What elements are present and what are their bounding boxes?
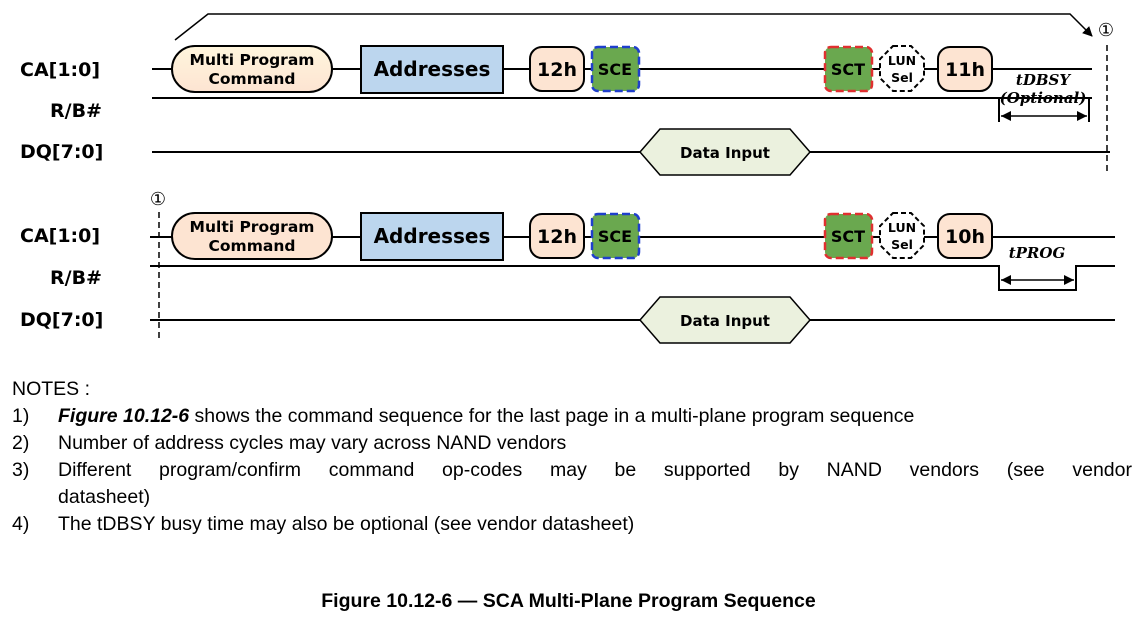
command-label-line2: Command — [209, 70, 296, 88]
tprog-label: tPROG — [1009, 244, 1066, 262]
figure-reference: Figure 10.12-6 — [58, 405, 190, 427]
opcode-12h-label: 12h — [537, 226, 577, 248]
tdbsy-arrowhead-left — [1001, 111, 1011, 121]
note-item: 3) Different program/confirm command op-… — [12, 457, 1132, 484]
sce-box — [590, 45, 641, 93]
sct-label: SCT — [831, 227, 865, 246]
signal-label-dq: DQ[7:0] — [20, 141, 103, 163]
continuation-marker: ① — [1098, 20, 1114, 41]
opcode-11h-label: 11h — [945, 59, 985, 81]
sct-box — [823, 45, 874, 93]
sct-box — [823, 212, 874, 260]
signal-label-rb: R/B# — [50, 100, 102, 122]
tprog-arrowhead-right — [1064, 275, 1074, 285]
note-text: Number of address cycles may vary across… — [58, 432, 567, 454]
data-input-hexagon — [639, 128, 811, 176]
sct-label: SCT — [831, 60, 865, 79]
note-number: 4) — [12, 513, 30, 535]
timing-diagram: ① CA[1:0] R/B# DQ[7:0] Multi Program Com… — [20, 13, 1115, 344]
notes-heading: NOTES : — [12, 378, 91, 400]
command-label-line1: Multi Program — [190, 218, 315, 236]
data-input-label: Data Input — [680, 144, 770, 162]
tdbsy-label: tDBSY — [1016, 71, 1071, 89]
note-number: 2) — [12, 432, 30, 454]
notes-section: NOTES : 1) Figure 10.12-6 shows the comm… — [12, 376, 1132, 538]
note-item: 4) The tDBSY busy time may also be optio… — [12, 511, 1132, 538]
rb-waveform — [150, 265, 1115, 291]
note-item: 2) Number of address cycles may vary acr… — [12, 430, 1132, 457]
opcode-10h-box — [937, 213, 993, 259]
opcode-10h-label: 10h — [945, 226, 985, 248]
addresses-label: Addresses — [374, 57, 491, 81]
lun-sel-line2: Sel — [891, 237, 913, 252]
opcode-12h-box — [529, 213, 585, 259]
figure-caption: Figure 10.12-6 — SCA Multi-Plane Program… — [321, 590, 816, 612]
note-text: Different program/confirm command op-cod… — [58, 459, 1132, 481]
note-number: 1) — [12, 405, 30, 427]
note-text: The tDBSY busy time may also be optional… — [58, 513, 635, 535]
lun-sel-line2: Sel — [891, 70, 913, 85]
note-text: shows the command sequence for the last … — [189, 405, 915, 427]
command-label-line2: Command — [209, 237, 296, 255]
timing-diagram-top: ① CA[1:0] R/B# DQ[7:0] Multi Program Com… — [20, 13, 1114, 176]
signal-label-ca: CA[1:0] — [20, 59, 100, 81]
addresses-box — [360, 212, 504, 261]
signal-label-ca: CA[1:0] — [20, 225, 100, 247]
note-item-continuation: datasheet) — [12, 484, 1132, 511]
opcode-12h-box — [529, 46, 585, 92]
note-item: 1) Figure 10.12-6 shows the command sequ… — [12, 403, 1132, 430]
lun-sel-line1: LUN — [888, 220, 916, 235]
sce-label: SCE — [598, 60, 632, 79]
opcode-12h-label: 12h — [537, 59, 577, 81]
note-text: datasheet) — [58, 486, 151, 508]
addresses-box — [360, 45, 504, 94]
start-marker: ① — [150, 189, 166, 210]
multi-program-command-box — [171, 45, 333, 93]
command-label-line1: Multi Program — [190, 51, 315, 69]
continuation-arrow — [174, 13, 1093, 41]
data-input-hexagon — [639, 296, 811, 344]
timing-diagram-bottom: ① CA[1:0] R/B# DQ[7:0] Multi Program Com… — [20, 189, 1115, 344]
opcode-11h-box — [937, 46, 993, 92]
sce-label: SCE — [598, 227, 632, 246]
lun-sel-octagon — [879, 45, 925, 92]
sce-box — [590, 212, 641, 260]
data-input-label: Data Input — [680, 312, 770, 330]
multi-program-command-box — [171, 212, 333, 260]
signal-label-dq: DQ[7:0] — [20, 309, 103, 331]
tdbsy-arrowhead-right — [1077, 111, 1087, 121]
lun-sel-octagon — [879, 212, 925, 259]
lun-sel-line1: LUN — [888, 53, 916, 68]
addresses-label: Addresses — [374, 224, 491, 248]
tprog-arrowhead-left — [1001, 275, 1011, 285]
tdbsy-optional-label: (Optional) — [1000, 89, 1087, 107]
signal-label-rb: R/B# — [50, 267, 102, 289]
note-number: 3) — [12, 459, 30, 481]
